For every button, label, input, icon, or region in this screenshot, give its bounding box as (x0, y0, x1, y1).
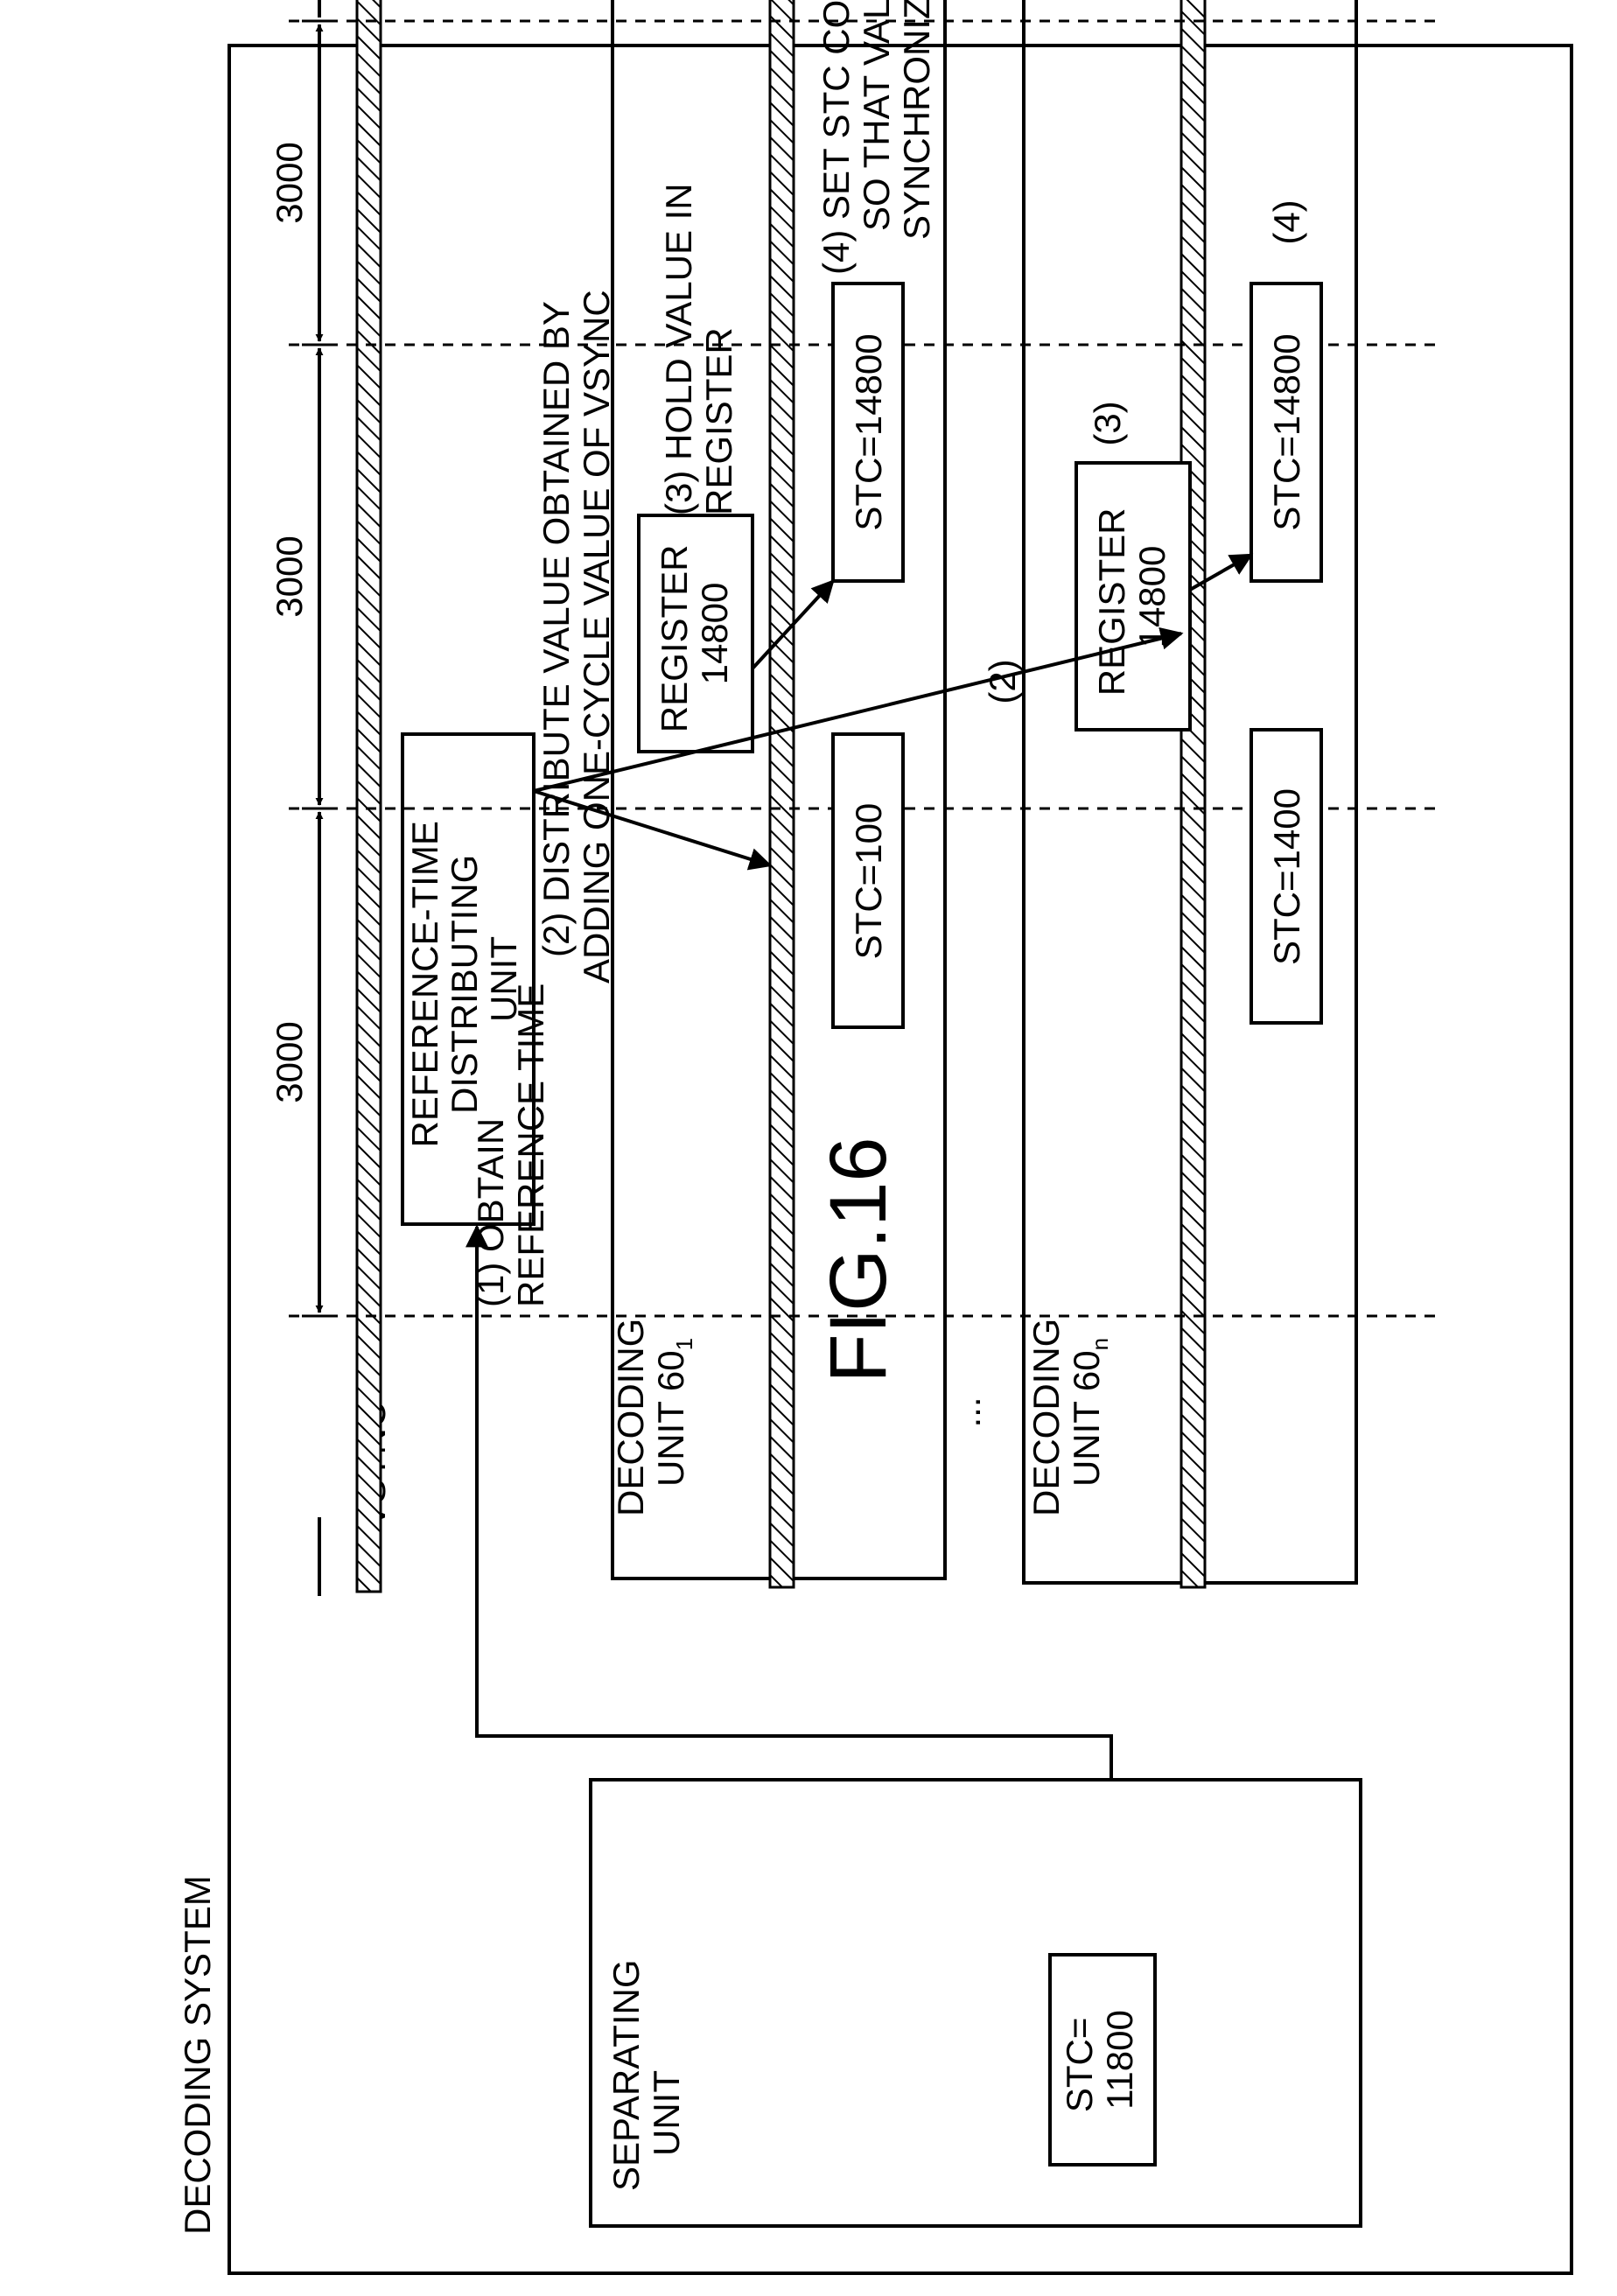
ellipsis: ... (947, 1396, 988, 1427)
period-label-3: 3000 (269, 142, 310, 223)
figure-label: FIG.16 (814, 1137, 903, 1382)
step-4-short-label: (4) (1266, 200, 1307, 244)
decoding-unit-n-signal-bar (1181, 0, 1205, 1587)
reference-time-unit-label: REFERENCE-TIME DISTRIBUTING UNIT (404, 810, 524, 1147)
period-label-2: 3000 (269, 536, 310, 617)
diagram-body: DECODING SYSTEM SEPARATING UNIT STC= 118… (177, 0, 1435, 2235)
step-2-label: (2) DISTRIBUTE VALUE OBTAINED BY ADDING … (536, 290, 617, 984)
vsync-signal-bar (357, 0, 381, 1592)
decoding-unit-1-stc-after: STC=14800 (848, 333, 889, 530)
separating-unit-title: SEPARATING UNIT (606, 1950, 687, 2191)
decoding-unit-n-stc-before: STC=1400 (1266, 788, 1307, 965)
step-4-label: (4) SET STC COUNTER VALUE SO THAT VALUE … (816, 0, 937, 275)
step-3-short-label: (3) (1087, 401, 1128, 445)
period-label-1: 3000 (269, 1021, 310, 1102)
vsync-period-dimensions (302, 0, 337, 1596)
separating-unit-box (591, 1780, 1361, 2226)
step-3-label: (3) HOLD VALUE IN REGISTER (658, 173, 739, 515)
decoding-unit-n-label: DECODING UNIT 60n (1026, 1308, 1113, 1516)
decoding-unit-1-signal-bar (770, 0, 794, 1587)
decoding-unit-1-stc-before: STC=100 (848, 803, 889, 960)
system-title: DECODING SYSTEM (177, 1875, 218, 2235)
decoding-unit-1-label: DECODING UNIT 601 (610, 1308, 697, 1516)
separating-stc-value: STC= 11800 (1059, 2007, 1140, 2112)
decoding-unit-n-stc-after: STC=14800 (1266, 333, 1307, 530)
